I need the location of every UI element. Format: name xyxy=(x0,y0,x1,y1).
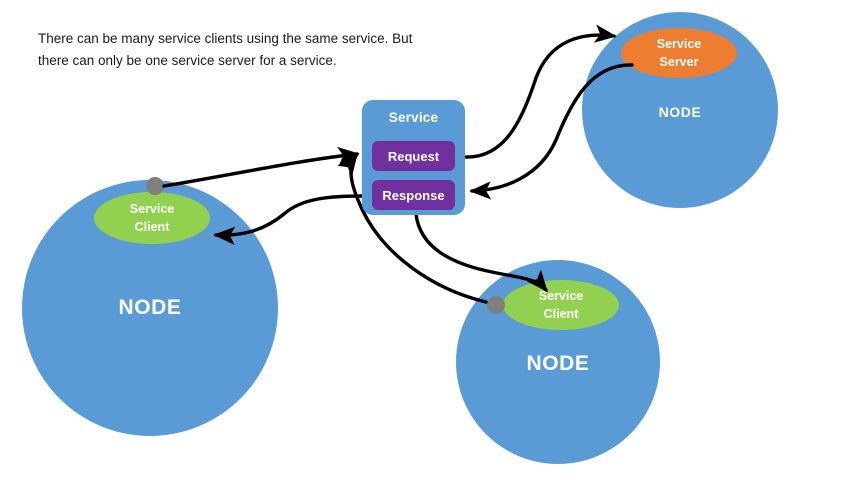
diagram-caption: There can be many service clients using … xyxy=(38,31,413,68)
node-bottom-connector-dot[interactable] xyxy=(487,296,505,314)
node-right-server-label: Service Server xyxy=(656,36,702,69)
service-response-slot[interactable]: Response xyxy=(372,180,455,210)
node-left-label: NODE xyxy=(118,296,182,319)
node-left-client-label: Service Client xyxy=(129,201,175,234)
node-left-connector-dot[interactable] xyxy=(146,177,164,195)
node-bottom-client-ellipse[interactable] xyxy=(503,280,619,330)
node-bottom-client-label: Service Client xyxy=(538,288,584,321)
service-panel: Service Request Response xyxy=(362,100,465,215)
node-right-label: NODE xyxy=(658,104,702,120)
service-panel-title: Service xyxy=(388,110,439,125)
node-bottom-label: NODE xyxy=(526,352,590,375)
node-left-client-ellipse[interactable] xyxy=(94,192,210,244)
node-right-server-ellipse[interactable] xyxy=(621,28,737,78)
service-request-slot[interactable]: Request xyxy=(372,141,455,171)
